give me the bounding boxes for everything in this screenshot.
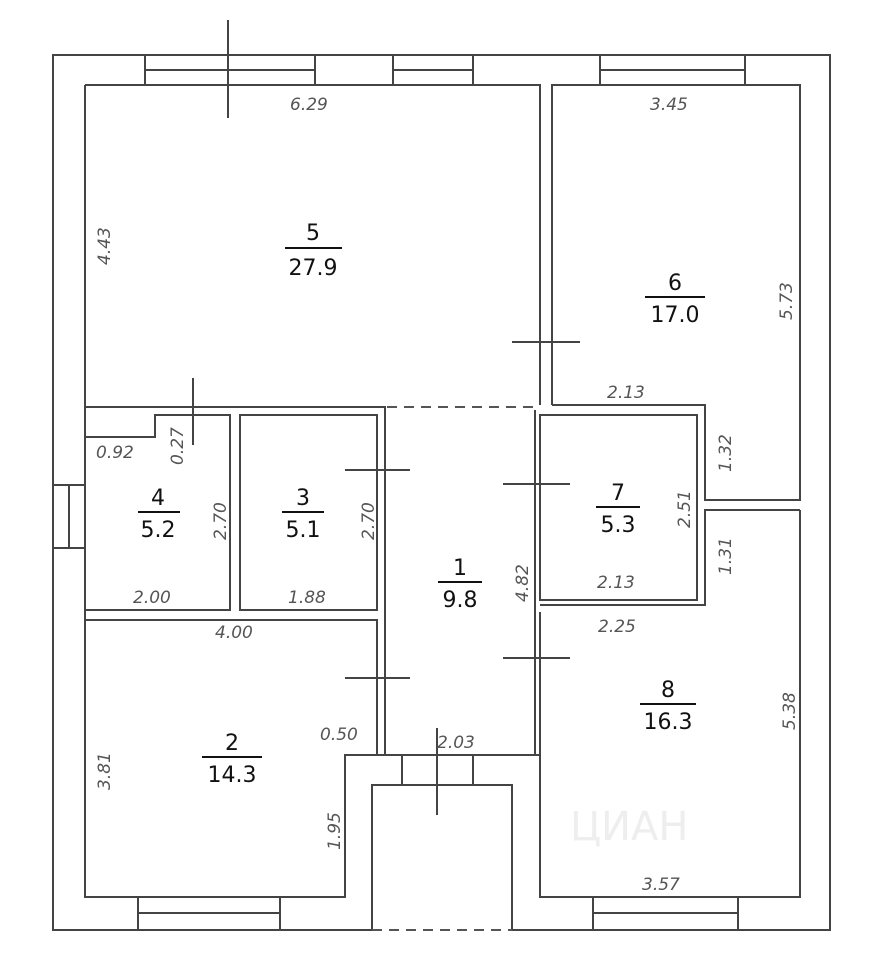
svg-text:4: 4 — [151, 486, 165, 511]
svg-text:3.45: 3.45 — [650, 95, 688, 115]
svg-text:1.31: 1.31 — [716, 537, 736, 575]
door-marks — [192, 20, 580, 815]
svg-text:8: 8 — [661, 678, 675, 703]
svg-text:1.95: 1.95 — [325, 812, 345, 850]
svg-text:2: 2 — [225, 731, 239, 756]
svg-text:5.38: 5.38 — [780, 692, 800, 730]
room-6-label: 6 17.0 — [645, 271, 705, 328]
svg-text:5: 5 — [306, 221, 320, 246]
svg-text:3.81: 3.81 — [95, 752, 115, 790]
svg-text:2.70: 2.70 — [211, 502, 231, 540]
svg-text:1.88: 1.88 — [288, 588, 326, 608]
svg-text:5.3: 5.3 — [601, 513, 636, 538]
room-5-label: 5 27.9 — [285, 221, 342, 281]
svg-text:2.51: 2.51 — [675, 490, 695, 528]
svg-text:4.43: 4.43 — [95, 227, 115, 265]
svg-text:1.32: 1.32 — [716, 434, 736, 472]
svg-text:3.57: 3.57 — [642, 875, 680, 895]
room-3-label: 3 5.1 — [282, 486, 324, 543]
svg-text:2.25: 2.25 — [598, 617, 636, 637]
svg-text:5.73: 5.73 — [777, 282, 797, 320]
svg-text:27.9: 27.9 — [289, 256, 338, 281]
svg-text:4.82: 4.82 — [513, 564, 533, 602]
svg-text:2.13: 2.13 — [607, 383, 645, 403]
svg-text:9.8: 9.8 — [443, 588, 478, 613]
svg-text:0.27: 0.27 — [168, 427, 188, 465]
windows — [52, 54, 746, 931]
dimensions: 6.29 4.43 3.45 5.73 2.13 1.32 2.51 2.13 … — [95, 95, 800, 895]
svg-text:2.00: 2.00 — [133, 588, 171, 608]
svg-text:16.3: 16.3 — [644, 710, 693, 735]
svg-text:4.00: 4.00 — [215, 623, 253, 643]
watermark: ЦИАН — [570, 804, 688, 850]
room-4-label: 4 5.2 — [138, 486, 180, 543]
svg-text:7: 7 — [611, 481, 625, 506]
svg-text:17.0: 17.0 — [651, 303, 700, 328]
svg-text:2.03: 2.03 — [437, 733, 475, 753]
svg-text:0.92: 0.92 — [96, 443, 134, 463]
svg-text:6.29: 6.29 — [290, 95, 328, 115]
svg-text:2.13: 2.13 — [597, 573, 635, 593]
svg-text:2.70: 2.70 — [359, 502, 379, 540]
room-8-label: 8 16.3 — [640, 678, 696, 735]
walls — [52, 54, 831, 931]
svg-text:5.2: 5.2 — [141, 518, 176, 543]
svg-text:0.50: 0.50 — [320, 725, 358, 745]
svg-text:5.1: 5.1 — [286, 518, 321, 543]
svg-text:3: 3 — [296, 486, 310, 511]
svg-text:1: 1 — [453, 556, 467, 581]
svg-text:6: 6 — [668, 271, 682, 296]
room-7-label: 7 5.3 — [596, 481, 640, 538]
room-1-label: 1 9.8 — [438, 556, 482, 613]
svg-text:14.3: 14.3 — [208, 763, 257, 788]
room-2-label: 2 14.3 — [202, 731, 262, 788]
